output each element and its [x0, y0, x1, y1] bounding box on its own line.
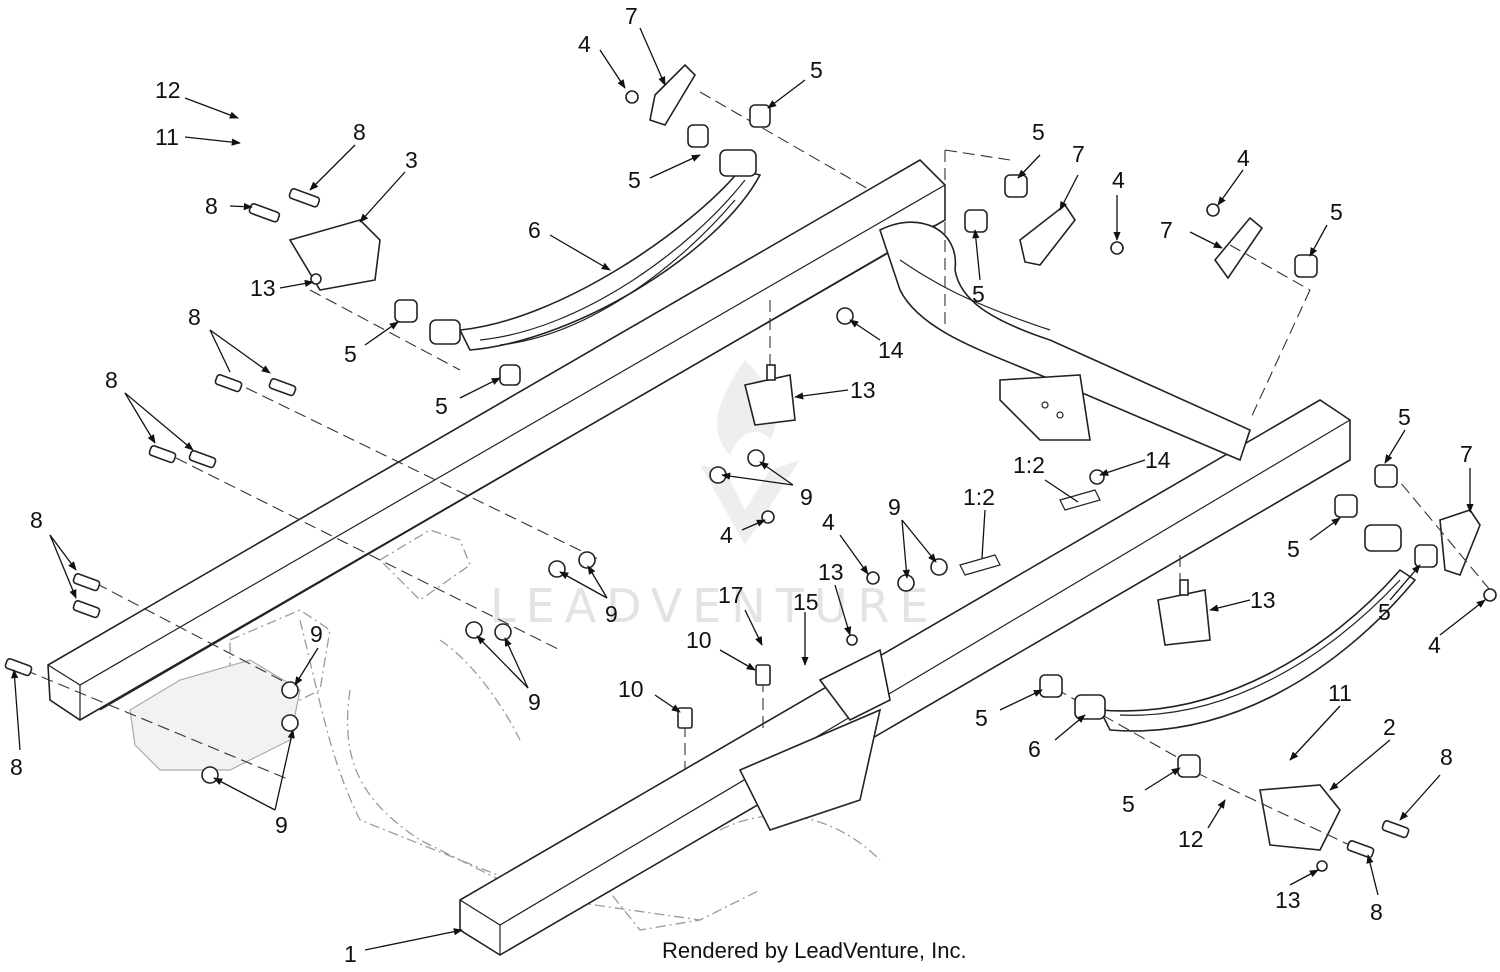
shackle-mid	[1019, 203, 1076, 266]
assembly-lines	[24, 91, 1491, 851]
callout-3: 3	[405, 147, 418, 173]
callout-12: 12	[1178, 826, 1204, 852]
shackle-front	[1439, 509, 1481, 576]
hardware-nuts	[201, 90, 1497, 872]
callout-17: 15	[793, 589, 819, 615]
shackle-top	[649, 63, 697, 126]
spring-hanger-3	[288, 219, 381, 291]
callout-decal-1-2: 1:2	[1013, 452, 1045, 478]
callout-4: 4	[1428, 632, 1441, 658]
callout-8: 8	[105, 367, 118, 393]
callout-5: 5	[1122, 791, 1135, 817]
callout-5: 5	[1398, 404, 1411, 430]
cross-tube	[879, 221, 1251, 462]
decals	[959, 489, 1101, 576]
callout-13: 13	[1275, 887, 1301, 913]
callout-8: 8	[205, 193, 218, 219]
callout-decal-1-2: 1:2	[963, 484, 995, 510]
callout-11: 11	[1328, 680, 1352, 706]
callout-9: 9	[605, 601, 618, 627]
callout-7: 7	[1460, 441, 1473, 467]
callout-labels: 4 7 5 12 11 8 3 8 5 6 13 8 5 5 8 8 8 5 7…	[10, 3, 1473, 967]
callout-8: 8	[1440, 744, 1453, 770]
watermark: LEADVENTURE	[490, 360, 939, 633]
callout-7: 7	[1160, 217, 1173, 243]
callout-6: 6	[1028, 736, 1041, 762]
watermark-text: LEADVENTURE	[490, 579, 939, 633]
callout-9: 9	[310, 621, 323, 647]
callout-8: 8	[10, 754, 23, 780]
callout-8: 8	[30, 507, 43, 533]
callout-4: 4	[578, 31, 591, 57]
front-bracket	[738, 648, 891, 831]
callout-5: 5	[972, 281, 985, 307]
callout-12: 12	[155, 77, 181, 103]
axle-bracket	[999, 374, 1091, 441]
callout-4: 4	[720, 522, 733, 548]
footer-credit: Rendered by LeadVenture, Inc.	[662, 938, 967, 963]
callout-18: 17	[718, 582, 744, 608]
callout-1: 1	[344, 941, 357, 967]
callout-9: 9	[275, 812, 288, 838]
callout-15: 14	[878, 337, 904, 363]
shackle-right	[1213, 216, 1264, 280]
callout-5: 5	[1287, 536, 1300, 562]
leader-lines	[10, 27, 1486, 951]
callout-4: 4	[1237, 145, 1250, 171]
callout-5: 5	[1032, 119, 1045, 145]
callout-7: 7	[625, 3, 638, 29]
callout-2: 2	[1383, 714, 1396, 740]
leaf-spring-rear	[458, 169, 762, 351]
bumper-14-front	[1157, 579, 1211, 646]
leaf-spring-front	[1098, 568, 1417, 732]
callout-14: 13	[1250, 587, 1276, 613]
mount-bracket-left	[129, 659, 301, 771]
callout-14: 13	[850, 377, 876, 403]
callout-8: 8	[353, 119, 366, 145]
callout-6: 6	[528, 217, 541, 243]
callout-13: 13	[818, 559, 844, 585]
callout-5: 5	[628, 167, 641, 193]
hardware-bolts	[4, 188, 1410, 859]
callout-7: 7	[1072, 141, 1085, 167]
callout-5: 5	[435, 393, 448, 419]
callout-9: 9	[800, 484, 813, 510]
callout-5: 5	[975, 705, 988, 731]
frame-rail-front	[459, 399, 1351, 956]
callout-11: 11	[155, 124, 179, 150]
callout-4: 4	[822, 509, 835, 535]
callout-5: 5	[1330, 199, 1343, 225]
callout-5: 5	[344, 341, 357, 367]
callout-5: 5	[810, 57, 823, 83]
callout-5: 5	[1378, 599, 1391, 625]
callout-9: 9	[888, 494, 901, 520]
callout-13: 13	[250, 275, 276, 301]
callout-15: 14	[1145, 447, 1171, 473]
frame-rail-rear	[47, 158, 946, 721]
bumper-14-rear	[744, 364, 796, 426]
callout-8: 8	[188, 304, 201, 330]
callout-10: 10	[618, 676, 644, 702]
callout-4: 4	[1112, 167, 1125, 193]
hardware-bushings	[394, 104, 1438, 778]
spring-hanger-2	[1259, 784, 1341, 851]
callout-8: 8	[1370, 899, 1383, 925]
callout-10: 10	[686, 627, 712, 653]
callout-9: 9	[528, 689, 541, 715]
